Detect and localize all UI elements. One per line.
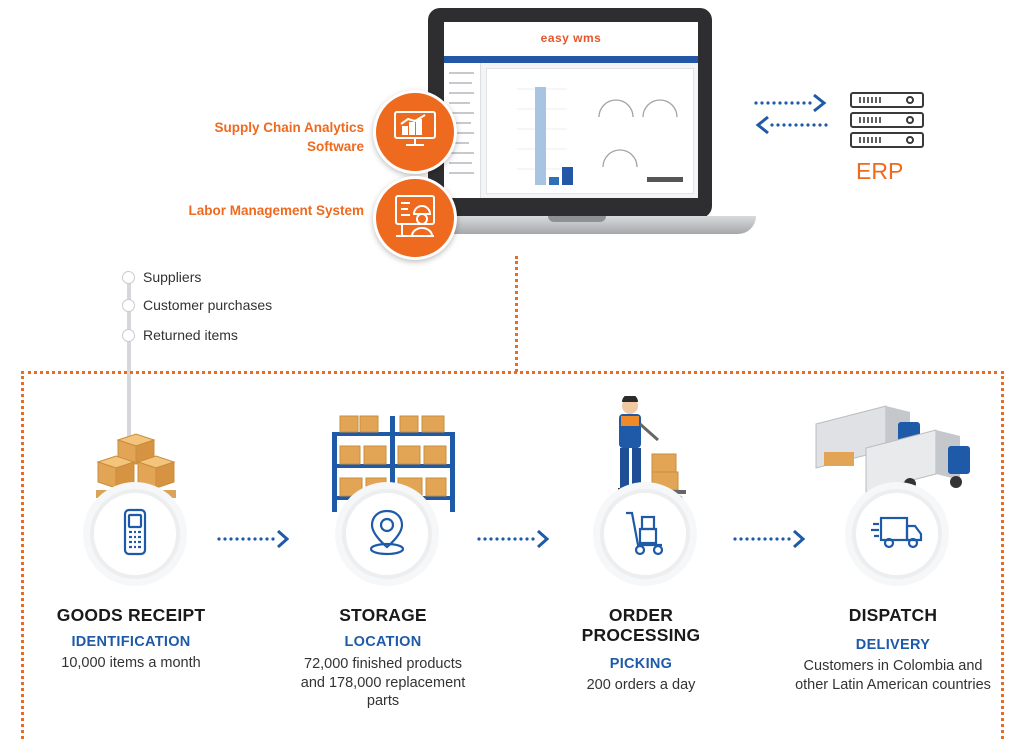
step-arrow-2	[477, 529, 550, 549]
analytics-module-label: Supply Chain Analytics Software	[214, 120, 364, 154]
step-description-goods-receipt: 10,000 items a month	[61, 655, 201, 671]
handheld-scanner-icon	[115, 507, 155, 562]
labor-module-label: Labor Management System	[188, 203, 364, 218]
laptop-base	[404, 216, 756, 234]
step-subtitle-identification: IDENTIFICATION	[71, 634, 191, 650]
step-subtitle-location: LOCATION	[344, 634, 422, 650]
laptop-notch	[548, 216, 606, 222]
analytics-monitor-icon	[392, 110, 438, 155]
source-label: Customer purchases	[143, 297, 273, 313]
hand-truck-icon	[622, 507, 668, 562]
trucks-illustration	[815, 405, 970, 493]
sync-arrows	[754, 93, 828, 135]
dispatch-badge	[852, 489, 942, 579]
screen-navbar	[444, 56, 698, 63]
step-description-storage: 72,000 finished products and 178,000 rep…	[300, 656, 466, 709]
warehouse-process-frame	[21, 371, 1004, 739]
erp-label: ERP	[856, 158, 904, 184]
step-title-storage: STORAGE	[339, 605, 427, 625]
step-description-order-processing: 200 orders a day	[586, 677, 696, 693]
screen-header: easy wms	[444, 22, 698, 56]
step-title-order-processing: ORDER PROCESSING	[581, 605, 701, 645]
location-pin-icon	[365, 507, 409, 562]
step-arrow-3	[733, 529, 806, 549]
wms-logo: easy wms	[540, 31, 602, 45]
server-rack-icon	[848, 90, 926, 155]
source-item: Returned items	[122, 326, 238, 344]
arrow-left-icon	[755, 115, 769, 135]
storage-badge	[342, 489, 432, 579]
connector-dotted-vertical	[515, 256, 518, 372]
source-item: Suppliers	[122, 268, 201, 286]
source-label: Returned items	[143, 327, 238, 343]
screen-dashboard-panel	[486, 68, 694, 194]
wms-dashboard-screen: easy wms	[444, 22, 698, 198]
delivery-truck-icon	[871, 512, 923, 557]
bullet-circle-icon	[122, 328, 135, 342]
source-item: Customer purchases	[122, 296, 272, 314]
worker-screen-icon	[392, 194, 438, 243]
step-subtitle-picking: PICKING	[609, 656, 673, 672]
step-title-dispatch: DISPATCH	[848, 605, 938, 625]
step-title-goods-receipt: GOODS RECEIPT	[56, 605, 206, 625]
bullet-circle-icon	[122, 298, 135, 312]
step-description-dispatch: Customers in Colombia and other Latin Am…	[795, 658, 991, 693]
step-subtitle-delivery: DELIVERY	[855, 637, 931, 653]
labor-module-badge	[373, 176, 457, 260]
order-processing-badge	[600, 489, 690, 579]
bullet-circle-icon	[122, 270, 135, 284]
goods-receipt-badge	[90, 489, 180, 579]
analytics-module-badge	[373, 90, 457, 174]
step-arrow-1	[217, 529, 290, 549]
arrow-right-icon	[813, 93, 827, 113]
dashboard-mini-chart	[517, 87, 683, 185]
source-label: Suppliers	[143, 269, 202, 285]
